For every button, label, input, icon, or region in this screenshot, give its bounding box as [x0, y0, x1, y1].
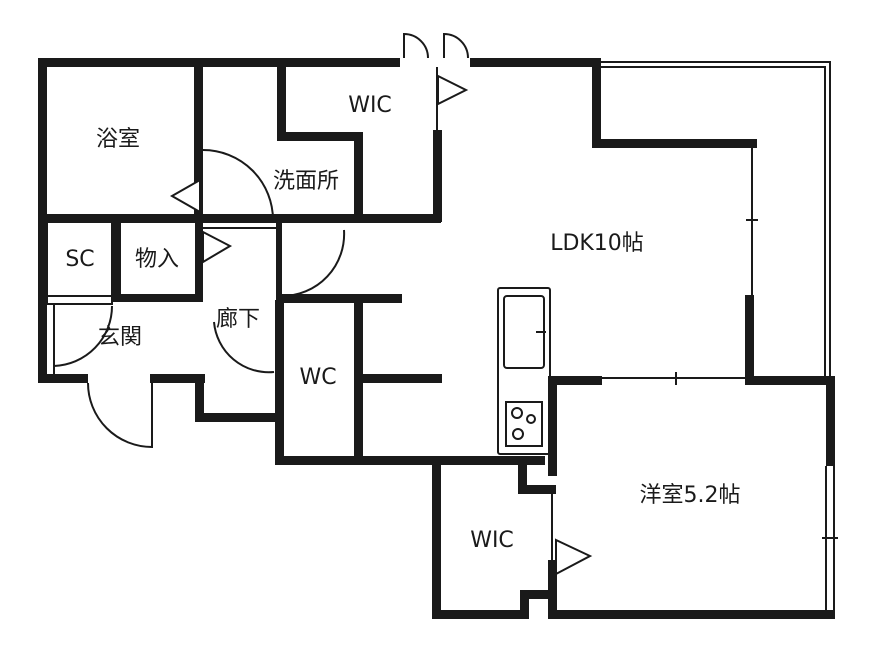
label-ldk: LDK10帖: [550, 231, 644, 256]
wall-wic2-left: [432, 456, 441, 619]
wall-stub-1: [354, 374, 442, 383]
label-storage: 物入: [135, 247, 179, 272]
door-marker-storage: [202, 230, 233, 264]
door-top-2: [443, 32, 469, 59]
wall-storage-bottom: [112, 294, 198, 302]
thin-lines: [46, 61, 838, 612]
label-sc: SC: [65, 247, 94, 272]
wall-hall-divider: [276, 294, 402, 303]
wall-western-top-right: [745, 376, 835, 385]
wall-western-right: [826, 376, 835, 466]
wall-bath-right: [194, 58, 203, 218]
wall-storage-right: [195, 222, 203, 302]
wall-wic2-jog-v: [520, 590, 529, 619]
door-hall-lower: [213, 321, 275, 374]
stove: [505, 401, 543, 447]
window-top-right-inner: [600, 66, 826, 380]
door-entrance: [87, 382, 153, 449]
label-hallway: 廊下: [216, 307, 260, 332]
wall-wc-left: [275, 300, 284, 465]
wall-wic-step: [277, 132, 362, 141]
wall-wic2-bottom: [432, 610, 527, 619]
wall-wic-right: [433, 130, 442, 222]
wall-top-left: [38, 58, 400, 67]
label-washroom: 洗面所: [273, 169, 339, 194]
wall-top-right: [470, 58, 600, 67]
wall-hall-bottom: [195, 413, 280, 422]
door-top-1: [403, 32, 429, 59]
wall-hall-left: [195, 374, 204, 422]
entrance-step: [46, 295, 113, 305]
wall-notch-h: [592, 139, 757, 148]
burner-2: [526, 414, 536, 424]
label-wic-top: WIC: [348, 93, 392, 118]
label-bath: 浴室: [96, 127, 140, 152]
door-hall-ldk: [281, 229, 346, 298]
door-entrance-inner: [53, 305, 113, 367]
label-wic-bottom: WIC: [470, 528, 514, 553]
wall-western-left-top: [548, 376, 557, 476]
door-washroom: [202, 149, 274, 221]
door-marker-wic-bottom: [555, 538, 593, 576]
wall-wic2-top-jog-v: [518, 456, 527, 494]
burner-3: [512, 428, 524, 440]
wall-wic-bottom: [276, 214, 441, 223]
wall-bottom-entry: [150, 374, 205, 383]
door-marker-wic-top: [437, 74, 469, 106]
burner-1: [511, 407, 523, 419]
wall-bottom-left: [38, 374, 88, 383]
counter-outline: [497, 287, 551, 455]
label-western-room: 洋室5.2帖: [640, 483, 741, 508]
wall-notch-v: [592, 58, 601, 148]
wall-wic2-jog: [520, 590, 556, 599]
wall-stub-2: [276, 222, 282, 296]
room-labels: 浴室 WIC 洗面所 LDK10帖 SC 物入 玄関 廊下 WC 洋室5.2帖 …: [65, 93, 740, 553]
window-top-right: [600, 61, 831, 380]
doors: [53, 32, 593, 576]
wall-western-bottom: [548, 610, 835, 619]
kitchen-counter: [497, 287, 551, 455]
walls: [38, 58, 835, 619]
wall-ldk-right-lower: [745, 295, 754, 385]
door-marker-bath: [169, 178, 201, 214]
wall-sc-right: [112, 222, 121, 302]
wall-wic-left: [277, 58, 286, 140]
wall-wic-inner: [354, 132, 363, 222]
label-entrance: 玄関: [98, 325, 142, 350]
wall-wc-bottom: [275, 456, 545, 465]
label-wc: WC: [299, 365, 336, 390]
wall-western-top-left: [548, 376, 602, 385]
wall-bath-bottom: [38, 214, 278, 223]
wall-wic2-top-jog: [518, 485, 556, 494]
